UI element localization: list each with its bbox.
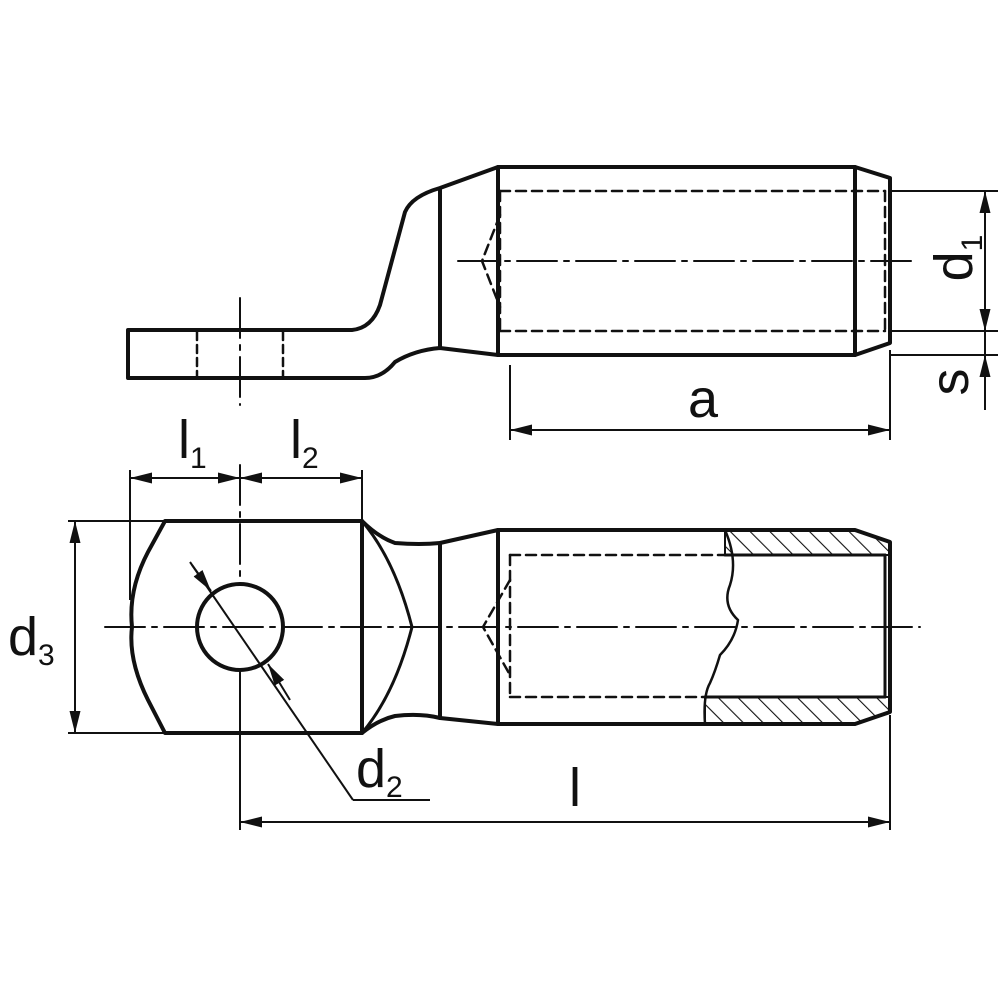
section-hatch-bottom [704,696,891,725]
d2-arrow-upper [191,564,212,592]
side-view-hidden-hole [195,330,285,378]
label-s: s [920,369,980,396]
dimensions [68,190,998,830]
label-d1: d1 [924,235,989,282]
label-l1: l1 [178,410,207,475]
section-hatch-top [724,529,891,556]
section-break-line [703,528,740,726]
dimension-labels: d1 s a l1 l2 d3 d2 l [8,235,989,818]
side-view [126,165,916,406]
d2-arrow-lower [267,663,291,701]
label-d2: d2 [356,739,403,804]
side-view-outline [126,165,892,380]
label-d3: d3 [8,607,55,672]
plan-view [104,464,921,735]
label-a: a [688,369,719,429]
label-l2: l2 [290,410,319,475]
label-l: l [569,758,581,818]
